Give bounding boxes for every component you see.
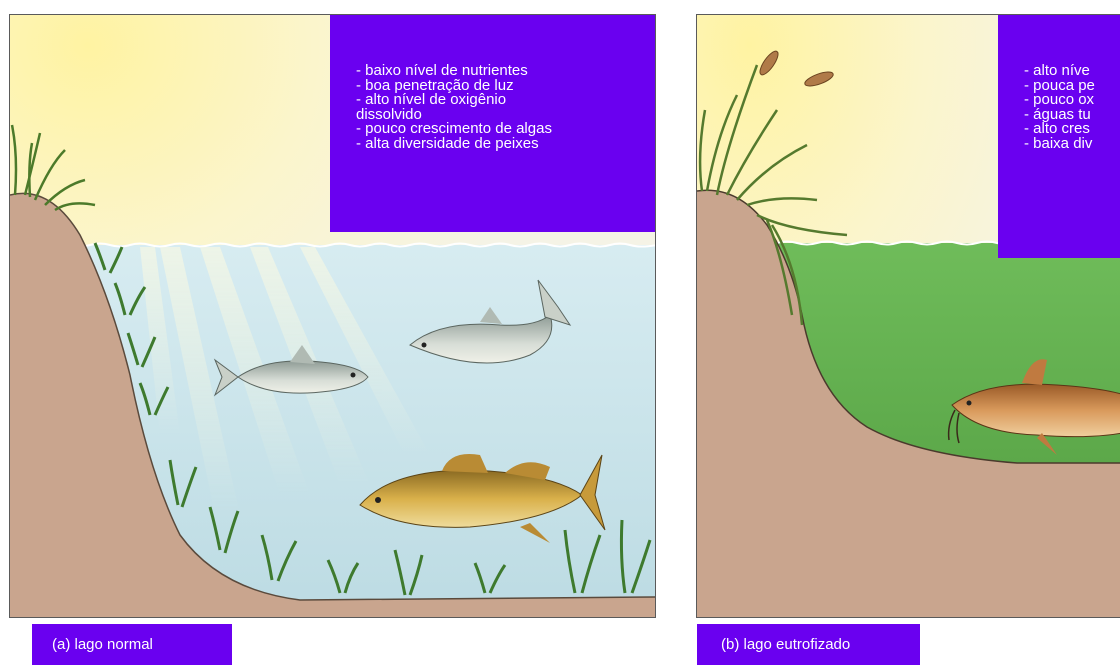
eutrophic-lake-panel: - alto níve - pouca pe - pouco ox - água… [696,14,1120,618]
caption-normal-lake: (a) lago normal [32,624,232,665]
normal-lake-panel: - baixo nível de nutrientes - boa penetr… [9,14,656,618]
caption-eutrophic-lake: (b) lago eutrofizado [697,624,920,665]
normal-lake-characteristics: - baixo nível de nutrientes - boa penetr… [330,15,656,232]
eutrophic-lake-characteristics: - alto níve - pouca pe - pouco ox - água… [998,15,1120,258]
